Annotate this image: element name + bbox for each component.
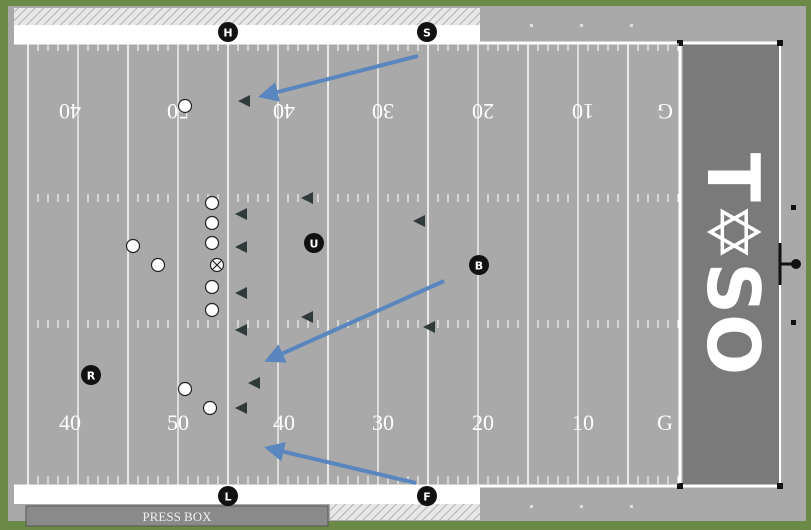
endzone <box>683 43 780 486</box>
tick-mark <box>580 24 583 27</box>
official-label: S <box>423 27 431 40</box>
endline-marker-bottom <box>791 320 796 325</box>
press-box <box>25 505 329 527</box>
pylon-top-goal <box>677 40 683 46</box>
official-marker <box>218 486 238 506</box>
pylon-top-end <box>777 40 783 46</box>
defense-player <box>238 95 250 107</box>
offense-player <box>204 302 220 318</box>
tick-mark <box>580 505 583 508</box>
svg-text:40: 40 <box>59 99 81 124</box>
yard-number: 30 <box>372 99 394 124</box>
defense-player <box>235 324 247 336</box>
svg-text:G: G <box>657 99 673 124</box>
official-back-judge: B <box>469 255 489 275</box>
offense-player <box>125 238 141 254</box>
center-snapper <box>209 257 225 273</box>
offense-player <box>177 98 193 114</box>
offense-player <box>204 235 220 251</box>
field-judge-arrow <box>264 441 417 485</box>
endzone-logo: T✡SO <box>691 153 775 376</box>
yard-lines <box>27 43 629 486</box>
tick-mark <box>630 24 633 27</box>
official-marker <box>417 486 437 506</box>
yard-number: 40 <box>273 99 295 124</box>
pylon-bottom-goal <box>677 483 683 489</box>
yard-number: 20 <box>472 410 494 435</box>
defense-player <box>235 402 247 414</box>
official-marker <box>469 255 489 275</box>
bottom-restricted-area <box>330 504 480 520</box>
yard-number: 20 <box>472 99 494 124</box>
press-box-label: PRESS BOX <box>143 509 213 524</box>
official-label: L <box>224 491 231 504</box>
tick-mark <box>530 24 533 27</box>
officials: H S U B R L F <box>81 22 489 506</box>
official-label: U <box>310 238 319 251</box>
bottom-sideline <box>14 486 480 504</box>
offense-player <box>177 381 193 397</box>
yard-number: G <box>657 99 673 124</box>
official-field-judge: F <box>417 486 437 506</box>
yard-number: 30 <box>372 410 394 435</box>
official-label: F <box>423 491 431 504</box>
official-label: H <box>223 27 232 40</box>
top-restricted-area <box>14 8 480 25</box>
offense-player <box>204 195 220 211</box>
tick-mark <box>630 505 633 508</box>
official-marker <box>81 365 101 385</box>
official-marker <box>304 233 324 253</box>
yard-number: 10 <box>572 99 594 124</box>
hash-marks <box>27 24 679 508</box>
official-movement-arrows <box>258 54 445 485</box>
yard-number: 40 <box>59 410 81 435</box>
top-sideline <box>14 25 480 43</box>
official-line-judge: L <box>218 486 238 506</box>
defense-player <box>413 215 425 227</box>
back-judge-arrow <box>264 279 445 363</box>
svg-text:30: 30 <box>372 99 394 124</box>
pylon-bottom-end <box>777 483 783 489</box>
tick-mark <box>530 505 533 508</box>
endline-marker-top <box>791 205 796 210</box>
yard-number: 10 <box>572 410 594 435</box>
official-label: B <box>475 260 483 273</box>
defense-player <box>235 287 247 299</box>
defense-players <box>235 95 435 414</box>
yard-number: G <box>657 410 673 435</box>
svg-text:40: 40 <box>273 99 295 124</box>
yard-numbers-bottom: 40 50 40 30 20 10 G <box>59 410 673 435</box>
svg-text:10: 10 <box>572 99 594 124</box>
svg-text:20: 20 <box>472 99 494 124</box>
official-marker <box>218 22 238 42</box>
official-head-linesman: H <box>218 22 238 42</box>
field-surface <box>8 6 806 521</box>
defense-player <box>248 377 260 389</box>
official-referee: R <box>81 365 101 385</box>
official-umpire: U <box>304 233 324 253</box>
official-label: R <box>87 370 96 383</box>
offense-player <box>202 400 218 416</box>
yard-number: 50 <box>167 410 189 435</box>
defense-player <box>301 311 313 323</box>
defense-player <box>235 208 247 220</box>
yard-number: 40 <box>59 99 81 124</box>
goal-post-base <box>791 259 801 269</box>
side-judge-arrow <box>258 54 419 102</box>
official-marker <box>417 22 437 42</box>
offense-player <box>204 215 220 231</box>
offense-players <box>125 98 225 416</box>
defense-player <box>423 321 435 333</box>
official-side-judge: S <box>417 22 437 42</box>
yard-number: 40 <box>273 410 295 435</box>
offense-player <box>150 257 166 273</box>
offense-player <box>204 279 220 295</box>
defense-player <box>301 192 313 204</box>
defense-player <box>235 241 247 253</box>
